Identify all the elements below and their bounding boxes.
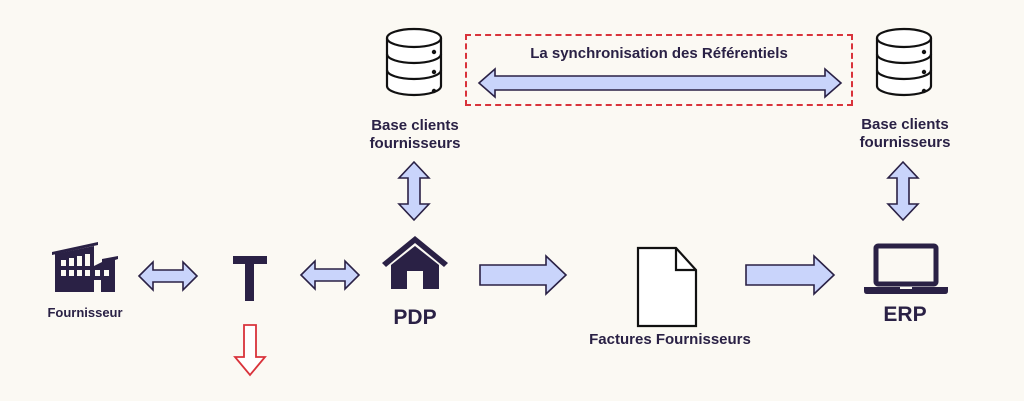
base-left-line2: fournisseurs bbox=[369, 135, 461, 152]
factures-label: Factures Fournisseurs bbox=[589, 331, 751, 348]
arrow-factures-erp bbox=[745, 254, 836, 296]
sync-double-arrow bbox=[477, 67, 843, 99]
base-clients-left-label: Base clients fournisseurs bbox=[350, 117, 480, 153]
house-icon bbox=[382, 236, 448, 289]
sync-label: La synchronisation des Référentiels bbox=[530, 45, 788, 62]
red-down-arrow bbox=[233, 324, 267, 377]
laptop-icon bbox=[864, 243, 948, 294]
factory-icon bbox=[52, 242, 118, 292]
fournisseur-label: Fournisseur bbox=[47, 305, 123, 320]
document-icon bbox=[636, 246, 698, 328]
base-left-line1: Base clients bbox=[371, 117, 459, 134]
base-clients-right-label: Base clients fournisseurs bbox=[840, 116, 970, 152]
double-arrow-t-pdp bbox=[299, 259, 361, 291]
letter-t-icon bbox=[233, 256, 267, 301]
sync-dashed-box bbox=[465, 34, 853, 106]
vertical-arrow-left bbox=[397, 160, 431, 222]
double-arrow-fournisseur-t bbox=[137, 260, 199, 292]
database-icon-left bbox=[385, 27, 443, 97]
arrow-pdp-factures bbox=[479, 254, 568, 296]
database-icon-right bbox=[875, 27, 933, 97]
erp-label: ERP bbox=[883, 303, 927, 326]
vertical-arrow-right bbox=[886, 160, 920, 222]
pdp-label: PDP bbox=[393, 306, 437, 329]
base-right-line2: fournisseurs bbox=[859, 134, 951, 151]
base-right-line1: Base clients bbox=[861, 116, 949, 133]
